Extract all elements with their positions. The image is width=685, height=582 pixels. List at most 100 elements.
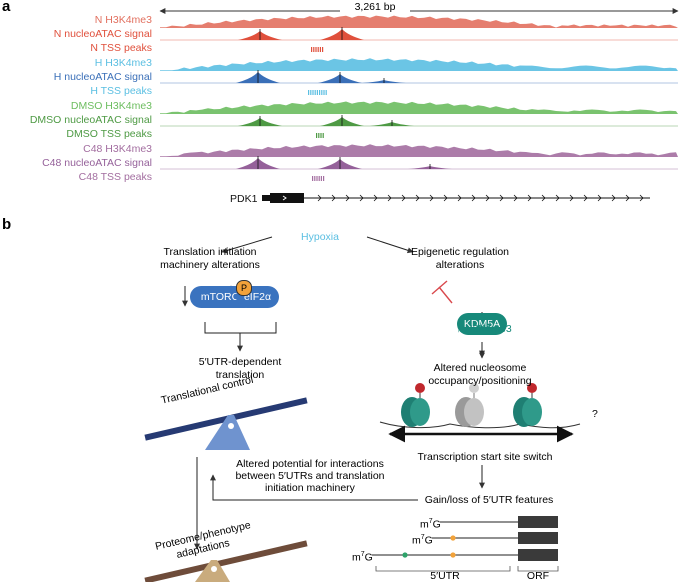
utr-diagrams	[372, 516, 559, 572]
h3k4me3-arrow: ↑	[456, 323, 462, 335]
h3k4me3-label: H3K4me3	[465, 323, 512, 335]
track-label: H H3K4me3	[94, 57, 152, 69]
tss-peak-tick	[316, 90, 318, 95]
gene-direction-arrow	[555, 194, 560, 202]
gene-direction-arrow	[625, 194, 630, 202]
gene-direction-arrow	[471, 194, 476, 202]
question-mark: ?	[592, 408, 598, 420]
gene-direction-arrow	[485, 194, 490, 202]
tss-peak-tick	[313, 47, 315, 52]
track-group-n	[160, 15, 678, 52]
track-label: N H3K4me3	[94, 14, 152, 26]
h3k4me3-coverage	[160, 58, 678, 71]
nucleosome-teal-2	[513, 383, 542, 427]
gene-direction-arrow	[373, 194, 378, 202]
gene-model	[262, 193, 650, 203]
tss-peak-tick	[312, 90, 314, 95]
gene-direction-arrow	[317, 194, 322, 202]
tss-peak-tick	[323, 176, 325, 181]
track-group-h	[160, 58, 678, 95]
tss-peak-tick	[314, 90, 316, 95]
track-label: C48 TSS peaks	[78, 171, 152, 183]
right-heading-line-1: Epigenetic regulation	[410, 246, 510, 258]
h3k4me3-coverage	[160, 101, 678, 114]
altered-potential-line-1: Altered potential for interactions	[236, 458, 384, 470]
gene-direction-arrow	[331, 194, 336, 202]
gene-direction-arrow	[387, 194, 392, 202]
tss-peak-tick	[321, 90, 323, 95]
gene-label: PDK1	[230, 193, 258, 205]
panel-b-letter: b	[2, 216, 12, 233]
tss-peak-tick	[318, 133, 320, 138]
tss-peak-tick	[310, 90, 312, 95]
gene-direction-arrow	[541, 194, 546, 202]
track-label: N nucleoATAC signal	[53, 28, 152, 40]
tss-peak-tick	[319, 47, 321, 52]
gene-direction-arrow	[611, 194, 616, 202]
phospho-badge: P	[236, 280, 252, 296]
altered-potential-line-3: initiation machinery	[265, 482, 355, 494]
gene-direction-arrow	[443, 194, 448, 202]
track-group-c48	[160, 144, 678, 181]
tss-peak-tick	[322, 133, 324, 138]
scale-bar-label: 3,261 bp	[340, 1, 410, 13]
utr-label: 5′UTR	[430, 570, 460, 582]
track-label: C48 nucleoATAC signal	[42, 157, 152, 169]
tss-peak-tick	[315, 47, 317, 52]
tss-peak-tick	[308, 90, 310, 95]
tss-peak-tick	[312, 176, 314, 181]
track-label: DMSO TSS peaks	[66, 128, 152, 140]
gene-direction-arrow	[429, 194, 434, 202]
nucleosome-line-2: occupancy/positioning	[428, 375, 532, 387]
nucleosome-teal-1	[401, 383, 430, 427]
orf-label: ORF	[526, 570, 550, 582]
panel-a-letter: a	[2, 0, 11, 15]
tss-peak-tick	[311, 47, 313, 52]
tss-peak-tick	[323, 90, 325, 95]
tss-peak-tick	[314, 176, 316, 181]
track-label: C48 H3K4me3	[83, 143, 152, 155]
tss-peak-tick	[322, 47, 324, 52]
track-group-dmso	[160, 101, 678, 138]
m7g-cap-3: m7G	[352, 551, 373, 564]
gene-direction-arrow	[415, 194, 420, 202]
track-label: H nucleoATAC signal	[53, 71, 152, 83]
gene-direction-arrow	[527, 194, 532, 202]
tss-peak-tick	[325, 90, 327, 95]
gene-direction-arrow	[457, 194, 462, 202]
left-heading-line-2: machinery alterations	[160, 259, 260, 271]
track-label: H TSS peaks	[90, 85, 152, 97]
tss-switch-label: Transcription start site switch	[417, 451, 553, 463]
nucleosome-grey	[455, 383, 484, 427]
tss-peak-tick	[320, 176, 322, 181]
gene-direction-arrow	[359, 194, 364, 202]
altered-potential-line-2: between 5′UTRs and translation	[235, 470, 385, 482]
translational-control-seesaw	[144, 397, 308, 450]
tss-peak-tick	[320, 133, 322, 138]
track-label: DMSO nucleoATAC signal	[29, 114, 152, 126]
h3k4me3-coverage	[160, 15, 678, 28]
gene-direction-arrow	[639, 194, 644, 202]
tss-peak-tick	[317, 47, 319, 52]
utr-translation-line-1: 5′UTR-dependent	[198, 356, 282, 368]
tss-peak-tick	[316, 176, 318, 181]
m7g-cap-1: m7G	[420, 518, 441, 531]
proteome-seesaw	[144, 540, 308, 582]
track-label: DMSO H3K4me3	[70, 100, 152, 112]
right-heading-line-2: alterations	[435, 259, 485, 271]
hypoxia-label: Hypoxia	[301, 231, 339, 243]
gene-direction-arrow	[499, 194, 504, 202]
nucleosome-illustration	[379, 383, 581, 443]
gene-direction-arrow	[401, 194, 406, 202]
gene-direction-arrow	[569, 194, 574, 202]
track-label: N TSS peaks	[90, 42, 152, 54]
left-heading-line-1: Translation initiation	[163, 246, 257, 258]
tss-peak-tick	[319, 90, 321, 95]
m7g-cap-2: m7G	[412, 534, 433, 547]
gene-direction-arrow	[597, 194, 602, 202]
h3k4me3-coverage	[160, 144, 678, 157]
kdm5a-node: KDM5A	[457, 313, 507, 335]
tss-peak-tick	[318, 176, 320, 181]
tss-peak-tick	[316, 133, 318, 138]
